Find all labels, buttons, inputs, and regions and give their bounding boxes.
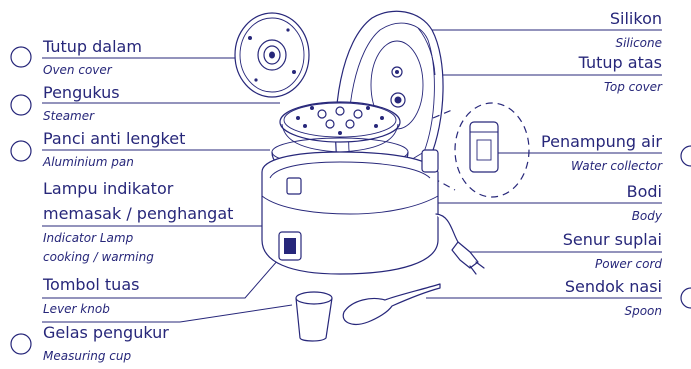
body-illustration	[261, 149, 439, 275]
label-water-collector-en: Water collector	[571, 159, 663, 173]
checkbox-cup[interactable]	[10, 333, 32, 355]
label-top-cover-en: Top cover	[604, 80, 663, 94]
checkbox-water-collector[interactable]	[680, 145, 691, 167]
label-body-en: Body	[632, 209, 663, 223]
label-power-cord: Senur suplai	[563, 230, 662, 249]
label-silicone: Silikon	[610, 9, 662, 28]
label-pan-en: Aluminium pan	[42, 155, 134, 169]
label-steamer: Pengukus	[43, 83, 120, 102]
label-inner-lid-en: Oven cover	[43, 63, 113, 77]
label-lever: Tombol tuas	[42, 275, 139, 294]
leader-lines	[42, 29, 662, 323]
label-indicator-line2: memasak / penghangat	[43, 204, 233, 223]
checkbox-inner-lid[interactable]	[10, 46, 32, 68]
indicator-lamp-illustration	[278, 231, 302, 261]
label-indicator-en-line2: cooking / warming	[43, 250, 154, 264]
label-water-collector: Penampung air	[541, 132, 662, 151]
label-body: Bodi	[627, 182, 662, 201]
label-pan: Panci anti lengket	[43, 129, 185, 148]
checkbox-pan[interactable]	[10, 140, 32, 162]
checkbox-steamer[interactable]	[10, 94, 32, 116]
label-indicator-en-line1: Indicator Lamp	[43, 231, 134, 245]
steamer-illustration	[279, 101, 401, 153]
label-spoon-en: Spoon	[624, 304, 662, 318]
label-silicone-en: Silicone	[615, 36, 662, 50]
top-cover-illustration	[335, 10, 444, 173]
label-power-cord-en: Power cord	[595, 257, 662, 271]
label-cup-en: Measuring cup	[43, 349, 131, 363]
inner-lid-illustration	[234, 12, 310, 98]
label-cup: Gelas pengukur	[43, 323, 169, 342]
label-indicator-line1: Lampu indikator	[43, 179, 174, 198]
water-collector-illustration	[432, 102, 530, 198]
spoon-illustration	[342, 283, 441, 325]
label-lever-en: Lever knob	[43, 302, 110, 316]
label-inner-lid: Tutup dalam	[42, 37, 142, 56]
measuring-cup-illustration	[295, 291, 333, 342]
label-top-cover: Tutup atas	[578, 53, 662, 72]
label-steamer-en: Steamer	[43, 109, 95, 123]
power-cord-illustration	[435, 213, 485, 275]
checkbox-spoon[interactable]	[680, 287, 691, 309]
label-spoon: Sendok nasi	[565, 277, 662, 296]
